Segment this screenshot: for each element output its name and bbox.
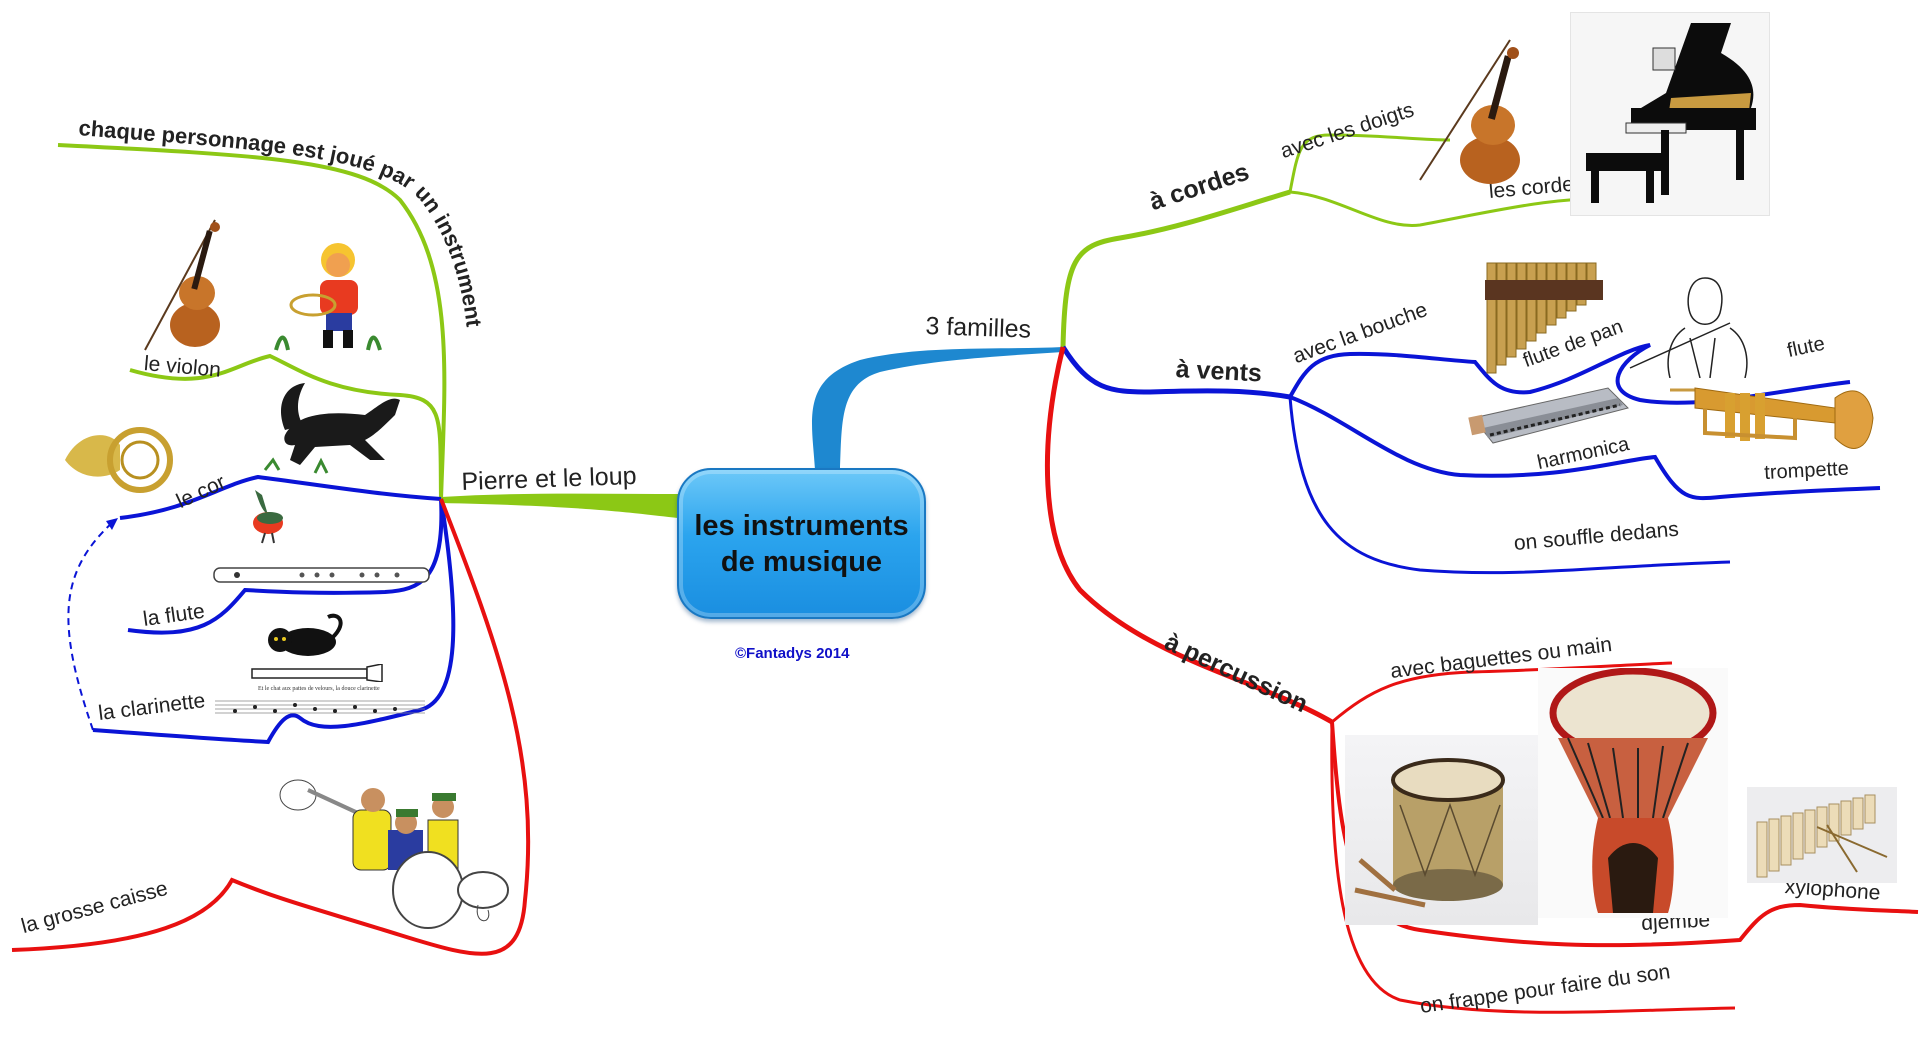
- hunters-bass-drum-icon: [279, 779, 509, 929]
- line-le-cor: [119, 474, 442, 520]
- line-avec-les-doigts: [1288, 133, 1451, 193]
- line-harmonica: [1289, 395, 1881, 501]
- pierre-character-icon: [274, 243, 382, 351]
- line-avec-la-bouche: [1288, 343, 1851, 405]
- xylophone-icon: [1756, 794, 1888, 878]
- violin-icon: [144, 219, 220, 351]
- violin-strings-icon: [1419, 39, 1520, 184]
- central-topic-title: les instruments de musique: [694, 509, 909, 578]
- line-on-souffle-dedans: [1288, 396, 1731, 575]
- trumpet-icon: [1670, 387, 1874, 449]
- clarinet-caption: Et le chat aux pattes de velours, la dou…: [258, 686, 380, 692]
- drum-icon: [1354, 758, 1505, 908]
- line-chaque-personnage: [57, 143, 447, 500]
- cat-character-icon: [268, 613, 343, 656]
- clarinet-icon: [251, 664, 383, 682]
- family-a-vents[interactable]: à vents: [1175, 355, 1263, 388]
- line-le-violon: [129, 353, 443, 500]
- xylophone-image: [1747, 787, 1897, 883]
- djembe-image: [1538, 667, 1728, 918]
- copyright-notice: ©Fantadys 2014: [735, 645, 850, 662]
- flute-player-icon: [1629, 277, 1748, 378]
- flute-icon: [213, 567, 430, 583]
- line-on-frappe: [1330, 721, 1736, 1014]
- trunk-pierre-et-le-loup: [441, 493, 678, 518]
- wolf-character-icon: [263, 383, 400, 474]
- line-a-vents: [1060, 345, 1291, 400]
- central-topic[interactable]: les instruments de musique: [677, 468, 926, 619]
- trunk-3-familles: [812, 347, 1063, 470]
- dashed-link-arrow: [67, 519, 116, 731]
- pan-flute-icon: [1485, 262, 1603, 374]
- branch-pierre-et-le-loup[interactable]: Pierre et le loup: [460, 461, 637, 497]
- bird-character-icon: [253, 490, 283, 544]
- line-a-percussion: [1044, 346, 1334, 725]
- drum-image: [1345, 735, 1538, 925]
- piano-icon: [1586, 23, 1756, 203]
- line-avec-baguettes: [1331, 661, 1673, 724]
- harmonica-icon: [1468, 387, 1629, 444]
- line-la-grosse-caisse: [11, 498, 531, 956]
- djembe-icon: [1549, 667, 1717, 913]
- french-horn-icon: [65, 427, 173, 493]
- line-a-cordes: [1060, 189, 1291, 348]
- music-score-icon: [215, 700, 425, 714]
- piano-image: [1570, 12, 1770, 216]
- arrowhead-icon: [106, 518, 118, 530]
- line-la-clarinette: [92, 498, 456, 745]
- branch-3-familles[interactable]: 3 familles: [925, 312, 1032, 344]
